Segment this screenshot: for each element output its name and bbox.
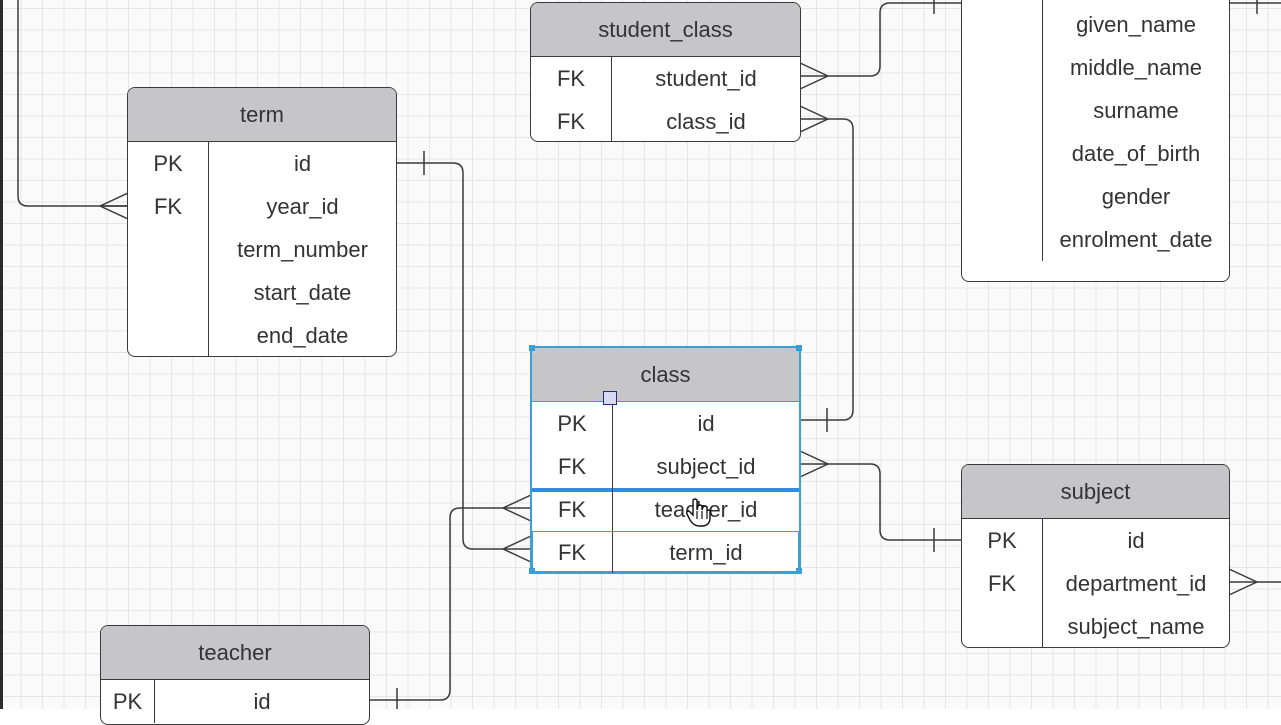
key-label xyxy=(962,175,1043,218)
key-label xyxy=(128,228,209,271)
entity-row[interactable]: PK id xyxy=(962,519,1229,562)
key-label: FK xyxy=(532,488,613,531)
hand-pointer-icon xyxy=(686,498,711,527)
connector-year-term xyxy=(17,0,128,207)
crowfoot-class-teacher xyxy=(502,494,532,522)
connector-teacher-class xyxy=(369,507,531,701)
selection-corner[interactable] xyxy=(796,345,802,351)
field-label: year_id xyxy=(266,193,339,219)
entity-term[interactable]: term PK id FK year_id term_number start_… xyxy=(127,87,397,357)
field-label: subject_id xyxy=(656,453,756,479)
key-label: PK xyxy=(101,680,155,723)
field-label: surname xyxy=(1093,97,1179,123)
entity-student-class[interactable]: student_class FK student_id FK class_id xyxy=(530,2,801,142)
key-label xyxy=(962,3,1043,46)
entity-row[interactable]: term_number xyxy=(128,228,396,271)
entity-row[interactable]: FK class_id xyxy=(531,100,800,141)
entity-row[interactable]: PK id xyxy=(101,680,369,723)
entity-row[interactable]: PK id xyxy=(128,142,396,185)
crowfoot-class-subject xyxy=(799,450,829,478)
connector-term-class xyxy=(396,162,531,550)
field-label: enrolment_date xyxy=(1059,226,1213,252)
entity-row[interactable]: FK department_id xyxy=(962,562,1229,605)
key-label xyxy=(962,605,1043,647)
key-label: FK xyxy=(532,445,613,488)
entity-student[interactable]: PK id given_name middle_name surname dat… xyxy=(961,0,1230,282)
crowfoot-term-year xyxy=(99,192,129,220)
key-label: PK xyxy=(128,142,209,185)
field-label: student_id xyxy=(655,65,757,91)
field-label: given_name xyxy=(1076,11,1196,37)
key-label xyxy=(962,46,1043,89)
field-label: subject_name xyxy=(1067,613,1205,639)
entity-row[interactable]: FK student_id xyxy=(531,57,800,100)
key-label: FK xyxy=(532,531,613,574)
selection-corner[interactable] xyxy=(529,568,535,574)
field-label: term_id xyxy=(669,539,743,565)
field-label: id xyxy=(1127,527,1145,553)
crowfoot-studentclass-class xyxy=(799,105,829,133)
connector-subject-class xyxy=(800,463,962,541)
entity-title: subject xyxy=(962,465,1229,519)
entity-row[interactable]: FK year_id xyxy=(128,185,396,228)
field-label: middle_name xyxy=(1069,54,1203,80)
key-label xyxy=(962,89,1043,132)
field-label: id xyxy=(253,688,271,714)
entity-row[interactable]: PK id xyxy=(532,402,799,445)
key-label xyxy=(128,271,209,314)
connector-student-studentclass xyxy=(800,2,962,77)
key-label: FK xyxy=(531,100,612,141)
entity-row[interactable]: FK subject_id xyxy=(532,445,799,488)
field-label: start_date xyxy=(253,279,352,305)
field-label: id xyxy=(697,410,715,436)
entity-row[interactable]: gender xyxy=(962,175,1229,218)
key-label: FK xyxy=(128,185,209,228)
entity-teacher[interactable]: teacher PK id xyxy=(100,625,370,725)
key-label: FK xyxy=(531,57,612,100)
field-label: term_number xyxy=(237,236,368,262)
entity-row[interactable]: end_date xyxy=(128,314,396,356)
connector-class-studentclass xyxy=(800,118,854,421)
crowfoot-subject-department xyxy=(1228,568,1258,596)
entity-row[interactable]: start_date xyxy=(128,271,396,314)
key-label xyxy=(962,132,1043,175)
field-label: date_of_birth xyxy=(1071,140,1201,166)
entity-row[interactable]: enrolment_date xyxy=(962,218,1229,261)
field-label: department_id xyxy=(1065,570,1207,596)
entity-row[interactable]: given_name xyxy=(962,3,1229,46)
resize-handle[interactable] xyxy=(603,391,617,405)
crowfoot-class-term xyxy=(502,535,532,563)
entity-row[interactable]: date_of_birth xyxy=(962,132,1229,175)
field-label: end_date xyxy=(256,322,349,348)
key-label xyxy=(962,218,1043,261)
entity-row[interactable]: surname xyxy=(962,89,1229,132)
entity-row[interactable]: PK id xyxy=(962,0,1229,3)
entity-title: student_class xyxy=(531,3,800,57)
crowfoot-studentclass-student xyxy=(799,62,829,90)
key-label: PK xyxy=(962,0,1043,3)
relationship-lines xyxy=(17,0,1281,709)
entity-title: teacher xyxy=(101,626,369,680)
selection-corner[interactable] xyxy=(529,345,535,351)
selection-corner[interactable] xyxy=(796,568,802,574)
entity-subject[interactable]: subject PK id FK department_id subject_n… xyxy=(961,464,1230,648)
entity-row-drop-target[interactable]: FK teacher_id xyxy=(532,488,799,531)
entity-row[interactable]: subject_name xyxy=(962,605,1229,647)
key-label: FK xyxy=(962,562,1043,605)
entity-class[interactable]: class PK id FK subject_id FK teacher_id … xyxy=(529,345,802,574)
key-label: PK xyxy=(962,519,1043,562)
key-label xyxy=(128,314,209,356)
field-label: id xyxy=(293,150,312,176)
field-label: class_id xyxy=(666,108,746,134)
field-label: gender xyxy=(1101,183,1171,209)
entity-row[interactable]: middle_name xyxy=(962,46,1229,89)
entity-title: class xyxy=(532,348,799,402)
entity-title: term xyxy=(128,88,396,142)
canvas-left-edge xyxy=(0,0,3,709)
key-label: PK xyxy=(532,402,613,445)
entity-row-selected[interactable]: FK term_id xyxy=(532,531,799,574)
